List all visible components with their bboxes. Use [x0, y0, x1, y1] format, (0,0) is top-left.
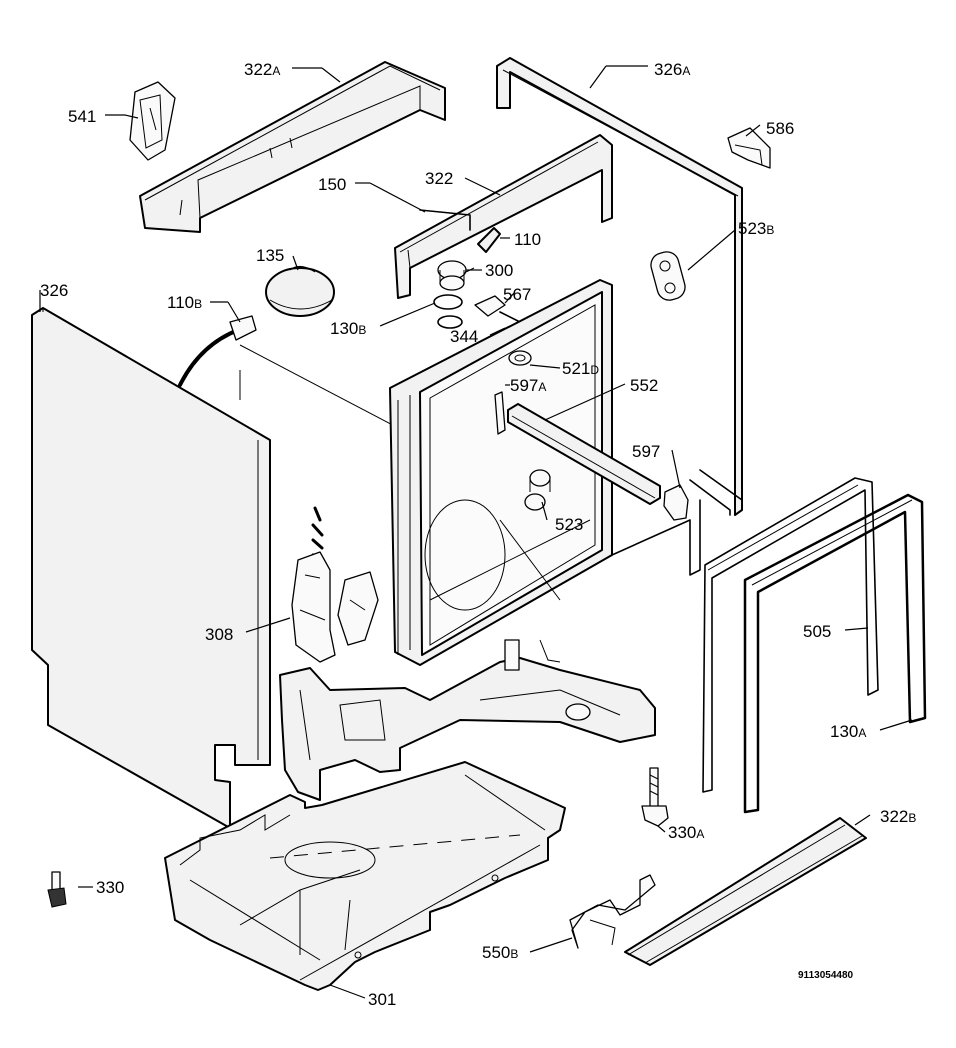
part-135-dispenser[interactable] — [265, 266, 335, 317]
label-552: 552 — [630, 376, 658, 395]
label-541: 541 — [68, 107, 96, 126]
label-150: 150 — [318, 175, 346, 194]
label-322b: 322B — [880, 807, 916, 826]
part-150-channel[interactable] — [419, 209, 471, 231]
part-322-upper-frame[interactable] — [394, 134, 613, 299]
label-523b: 523B — [738, 219, 774, 238]
label-521d: 521D — [562, 359, 599, 378]
part-326a-rear-frame[interactable] — [496, 57, 743, 516]
label-322: 322 — [425, 169, 453, 188]
part-597a-clip[interactable] — [494, 391, 506, 435]
part-322b-kickplate[interactable] — [624, 817, 867, 966]
label-301: 301 — [368, 990, 396, 1009]
part-308-door-lock[interactable] — [291, 506, 379, 663]
drawing-code: 9113054480 — [798, 970, 854, 981]
part-567-lever[interactable] — [474, 295, 506, 317]
label-330a: 330A — [668, 823, 704, 842]
label-110b: 110B — [167, 293, 202, 312]
label-308: 308 — [205, 625, 233, 644]
label-110: 110 — [514, 230, 541, 249]
label-326: 326 — [40, 281, 68, 300]
label-586: 586 — [766, 119, 794, 138]
label-597: 597 — [632, 442, 660, 461]
part-130b-seal[interactable] — [433, 294, 463, 329]
label-322a: 322A — [244, 60, 280, 79]
label-550b: 550B — [482, 943, 518, 962]
part-541-clip[interactable] — [129, 81, 176, 161]
part-330-foot[interactable] — [47, 871, 67, 908]
part-tub-front-frame[interactable] — [389, 279, 613, 666]
part-597-cap[interactable] — [663, 484, 689, 521]
label-130a: 130A — [830, 722, 866, 741]
label-326a: 326A — [654, 60, 690, 79]
part-labels: 322A 326A 541 586 150 322 110 523B 135 3… — [40, 60, 916, 1009]
label-330: 330 — [96, 878, 124, 897]
part-552-rail[interactable] — [507, 403, 661, 505]
part-523-bushes[interactable] — [524, 469, 551, 511]
part-110b-hose[interactable] — [178, 315, 257, 387]
label-130b: 130B — [330, 319, 366, 338]
part-110-tube[interactable] — [477, 227, 501, 253]
part-base-frame[interactable] — [279, 639, 656, 801]
label-597a: 597A — [510, 376, 546, 395]
part-130a-gasket[interactable] — [743, 493, 927, 814]
part-300-valve[interactable] — [437, 260, 475, 291]
label-344: 344 — [450, 327, 478, 346]
part-301-base-pan[interactable] — [164, 761, 566, 991]
part-550b-bracket[interactable] — [569, 874, 656, 949]
leader-lines — [39, 65, 913, 999]
label-523: 523 — [555, 515, 583, 534]
part-521d-seal[interactable] — [508, 350, 532, 366]
part-330a-leveling-foot[interactable] — [641, 767, 669, 827]
label-567: 567 — [503, 285, 531, 304]
label-505: 505 — [803, 622, 831, 641]
part-505-gasket[interactable] — [702, 477, 879, 793]
part-cabinet-right-edge — [611, 499, 701, 576]
part-523b-grommet[interactable] — [648, 249, 687, 303]
part-322a-top-rail[interactable] — [139, 61, 446, 233]
part-326-side-panel[interactable] — [31, 307, 271, 829]
part-586-bracket[interactable] — [727, 127, 771, 169]
label-135: 135 — [256, 246, 284, 265]
label-300: 300 — [485, 261, 513, 280]
